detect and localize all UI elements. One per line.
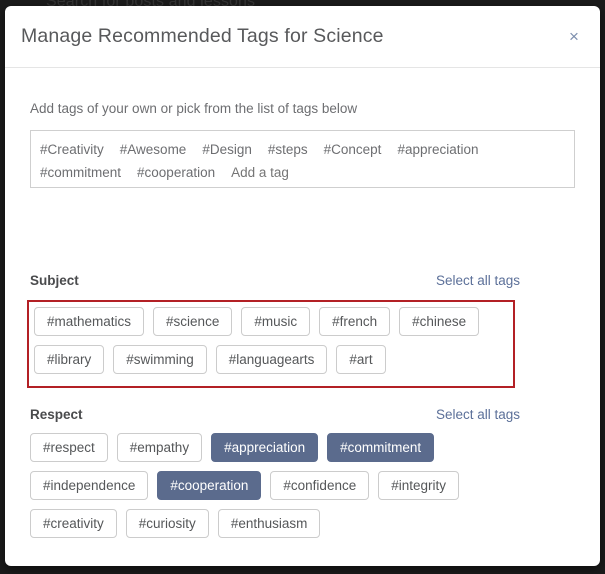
select-all-tags-subject[interactable]: Select all tags [435, 273, 520, 288]
tag-art[interactable]: #art [336, 345, 386, 374]
tag-languagearts[interactable]: #languagearts [215, 345, 328, 374]
page-title: Manage Recommended Tags for Science [21, 25, 384, 47]
tag-music[interactable]: #music [241, 307, 311, 336]
tag-appreciation[interactable]: #appreciation [211, 433, 319, 462]
instruction-text: Add tags of your own or pick from the li… [30, 101, 358, 116]
tag-integrity[interactable]: #integrity [378, 471, 459, 500]
current-tag-list: #Creativity #Awesome #Design #steps #Concept… [40, 138, 565, 184]
group-header-subject: Subject Select all tags [5, 273, 600, 295]
current-tag-chip[interactable]: #Awesome [119, 142, 187, 157]
current-tag-chip[interactable]: #Design [202, 142, 252, 157]
add-tag-input[interactable] [231, 165, 352, 180]
tag-group-respect: Respect Select all tags #respect #empathy… [5, 407, 600, 538]
current-tag-chip[interactable]: #Creativity [40, 142, 104, 157]
tag-science[interactable]: #science [153, 307, 233, 336]
tag-empathy[interactable]: #empathy [116, 433, 203, 462]
tag-respect[interactable]: #respect [30, 433, 108, 462]
tag-input-box[interactable]: #Creativity #Awesome #Design #steps #Concept… [30, 130, 575, 188]
current-tag-chip[interactable]: #appreciation [397, 142, 479, 157]
current-tag-chip[interactable]: #cooperation [137, 165, 216, 180]
group-title-respect: Respect [30, 407, 83, 422]
tag-confidence[interactable]: #confidence [270, 471, 370, 500]
modal-header: Manage Recommended Tags for Science × [5, 6, 600, 68]
tag-chinese[interactable]: #chinese [399, 307, 480, 336]
current-tag-chip[interactable]: #steps [267, 142, 308, 157]
background-search-placeholder: Search for posts and lessons [46, 0, 256, 10]
tag-independence[interactable]: #independence [30, 471, 149, 500]
tag-curiosity[interactable]: #curiosity [125, 509, 209, 538]
tag-cooperation[interactable]: #cooperation [157, 471, 262, 500]
tag-enthusiasm[interactable]: #enthusiasm [217, 509, 321, 538]
current-tag-chip[interactable]: #Concept [323, 142, 382, 157]
close-icon[interactable]: × [565, 28, 583, 46]
group-title-subject: Subject [30, 273, 79, 288]
select-all-tags-respect[interactable]: Select all tags [435, 407, 520, 422]
tag-mathematics[interactable]: #mathematics [34, 307, 145, 336]
tag-creativity[interactable]: #creativity [30, 509, 117, 538]
tag-library[interactable]: #library [34, 345, 105, 374]
tag-group-subject: Subject Select all tags #mathematics #sci… [5, 273, 600, 388]
group-header-respect: Respect Select all tags [5, 407, 600, 429]
manage-tags-modal: Manage Recommended Tags for Science × Ad… [5, 6, 600, 566]
tag-swimming[interactable]: #swimming [113, 345, 207, 374]
tag-list-respect: #respect #empathy #appreciation #commitment… [30, 433, 530, 538]
tag-french[interactable]: #french [319, 307, 391, 336]
tag-list-subject: #mathematics #science #music #french #chines… [34, 307, 509, 374]
current-tag-chip[interactable]: #commitment [40, 165, 122, 180]
tag-commitment[interactable]: #commitment [327, 433, 435, 462]
